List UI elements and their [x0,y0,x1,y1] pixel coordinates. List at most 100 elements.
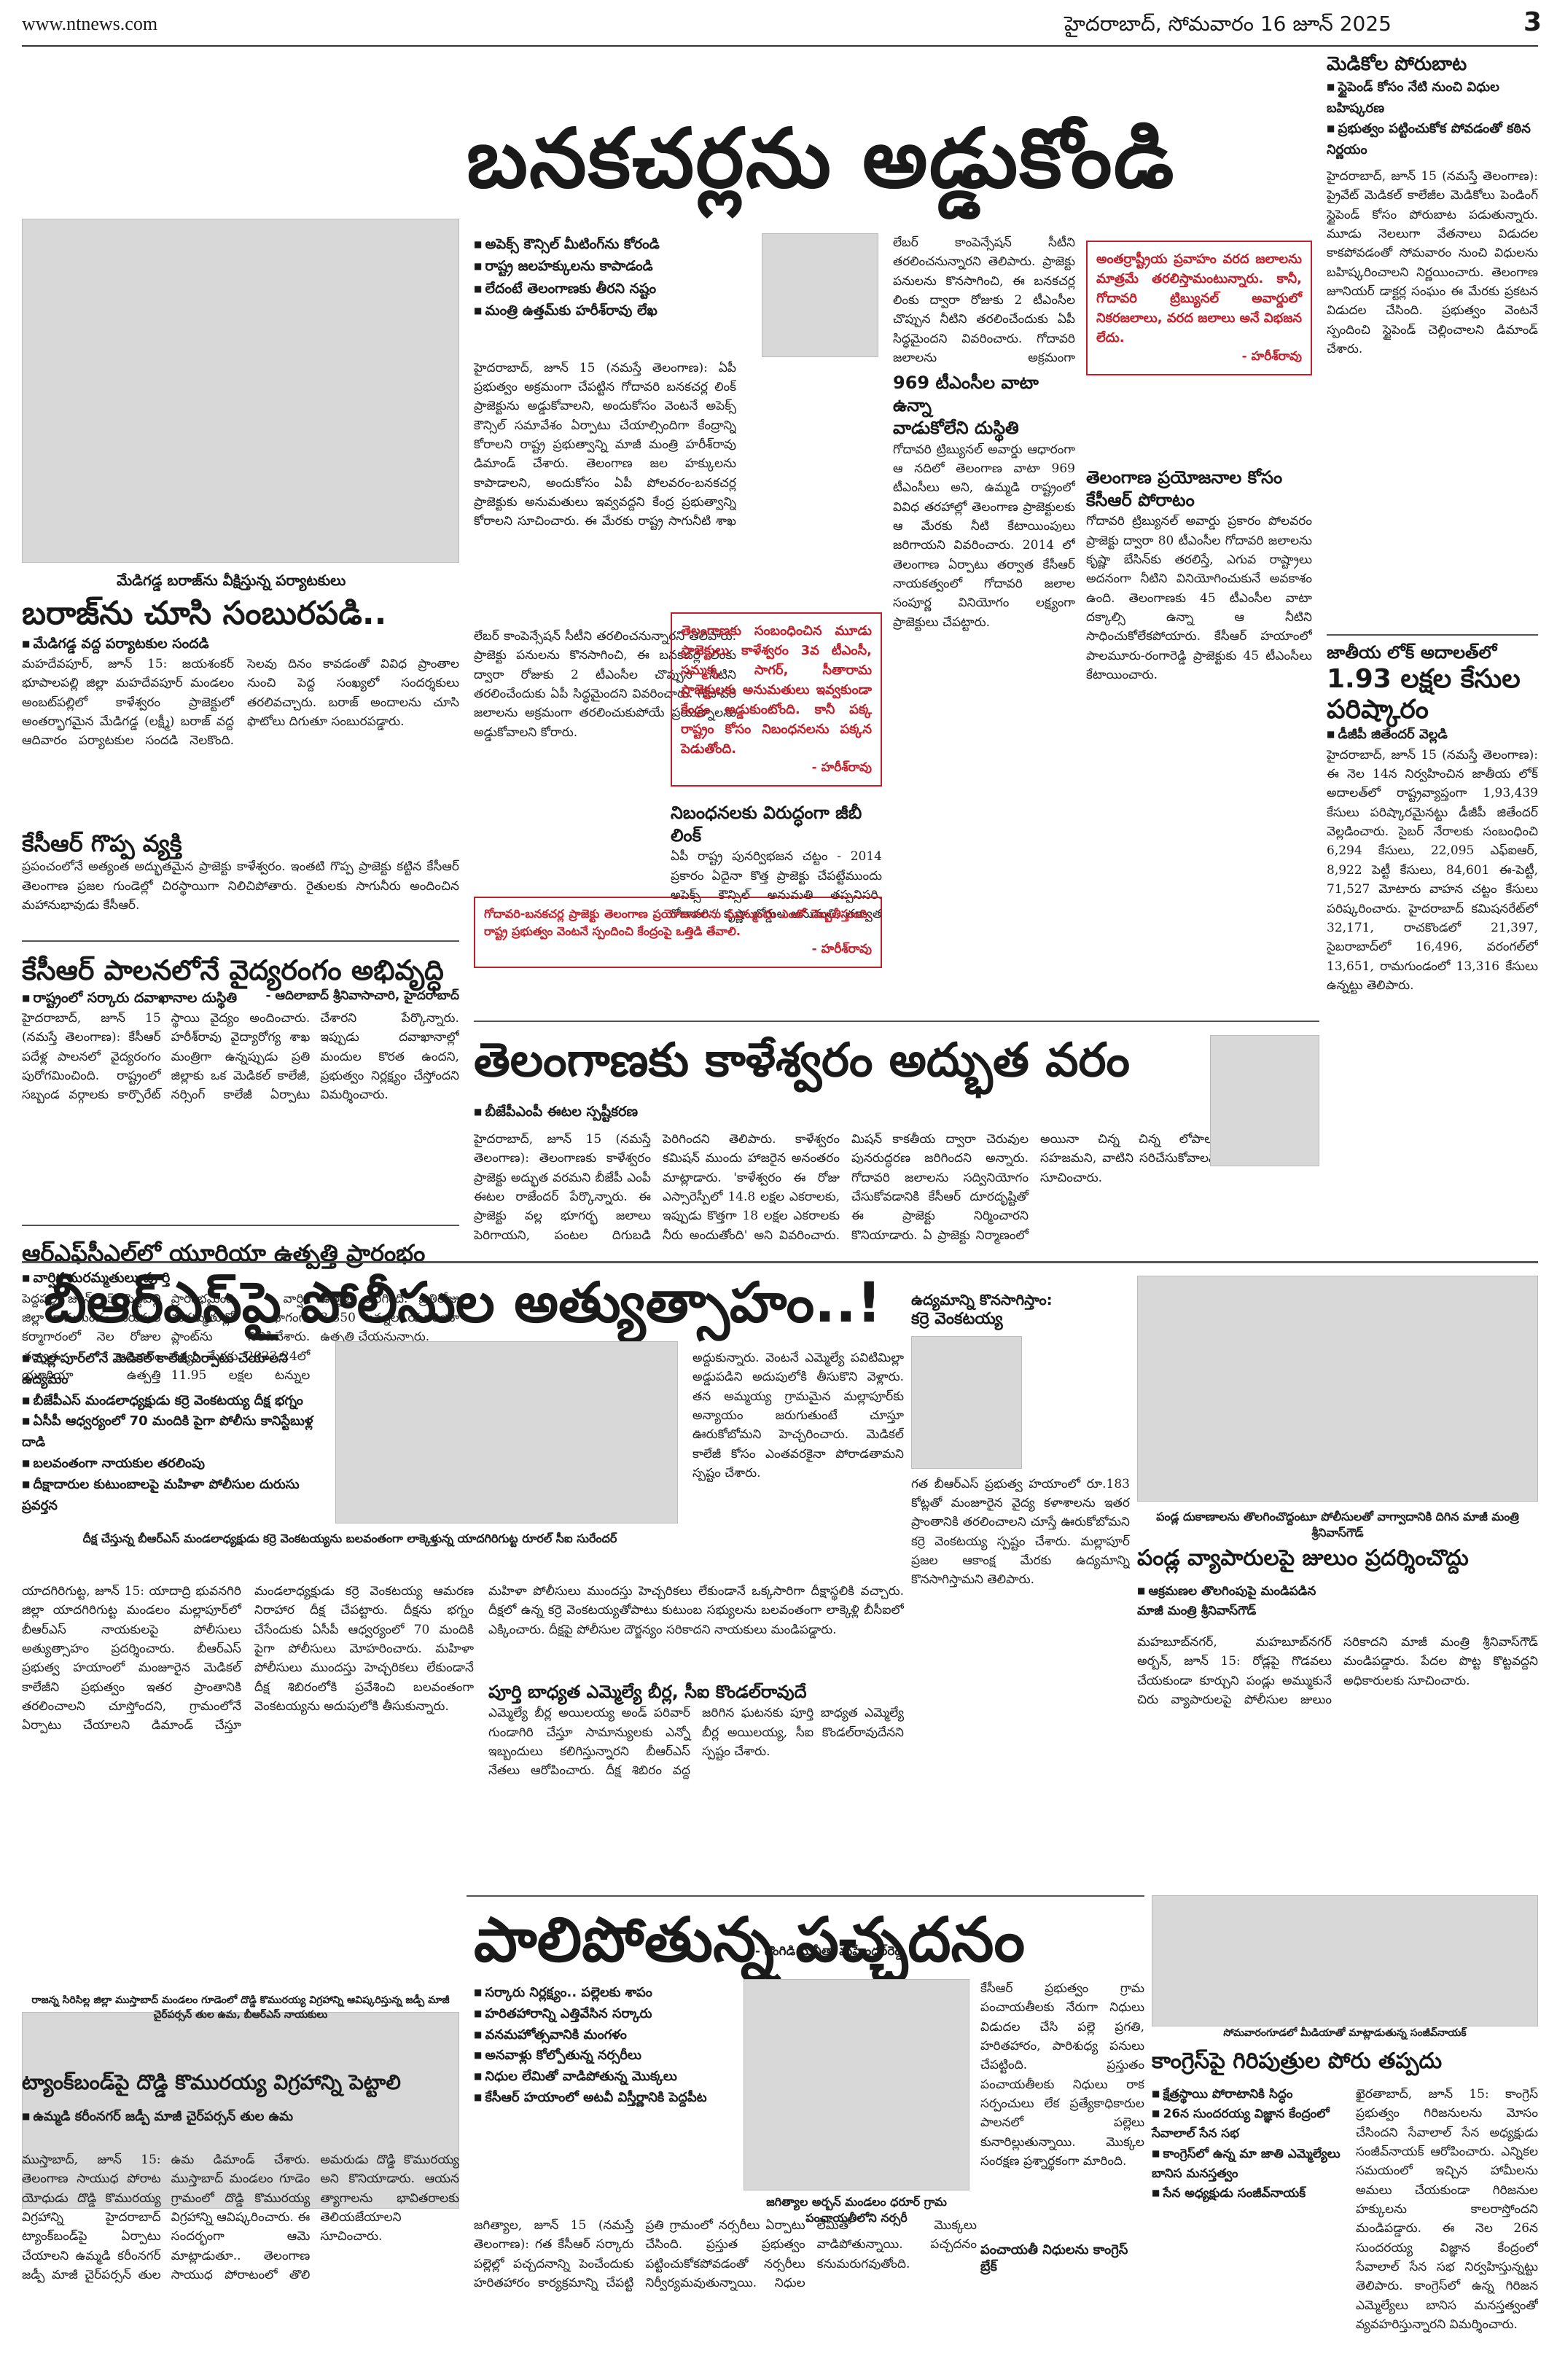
lead-quote2-signature: - హరీశ్‌రావు [811,942,872,956]
sidebar-bullets: స్టైపెండ్ కోసం నేటి నుంచి విధుల బహిష్కరణ… [1327,77,1538,161]
lead-bullet: అపెక్స్ కౌన్సిల్ మీటింగ్‌ను కోరండి [474,233,736,255]
lead-headline: బనకచర్లను అడ్డుకోండి [467,112,1176,206]
congress-bullet: కాంగ్రెస్‌లో ఉన్న మా జాతి ఎమ్మెల్యేలు బా… [1152,2145,1349,2184]
green-bullet: అనవాళ్లు కోల్పోతున్న నర్సరీలు [474,2045,736,2067]
police-side-head2: కర్రె వెంకటయ్య [911,1310,1003,1328]
police-subhead: పూర్తి బాధ్యత ఎమ్మెల్యే బీర్ల, సీఐ కొండల… [488,1682,807,1702]
green-bullet: సర్కారు నిర్లక్ష్యం.. పల్లెలకు శాపం [474,1983,736,2004]
lead-bullets: అపెక్స్ కౌన్సిల్ మీటింగ్‌ను కోరండి రాష్ట… [474,233,736,322]
lead-quote2-text: గోదావరి-బనకచర్ల ప్రాజెక్టు తెలంగాణ ప్రయో… [484,907,872,938]
green-headline: పాలిపోతున్న పచ్చదనం [474,1904,1026,1975]
lead-col3-body: గోదావరి ట్రిబ్యునల్ అవార్డు ఆధారంగా ఆ నద… [893,442,1075,630]
health-bullet: రాష్ట్రంలో సర్కారు దవాఖానాల దుస్థితి [22,987,459,1009]
police-body: యాదగిరిగుట్ట, జూన్ 15: యాదాద్రి భువనగిరి… [22,1584,474,1733]
divider [1327,634,1538,636]
police-col-2: మహిళా పోలీసులు ముందస్తు హెచ్చరికలు లేకుం… [488,1582,904,1962]
sidebar-lok-adalat: జాతీయ లోక్ అదాలత్‌లో 1.93 లక్షల కేసుల పర… [1327,641,1538,1125]
congress-kicker: సోమవారంగూడలో మీడియాతో మాట్లాడుతున్న సంజీ… [1223,2027,1467,2039]
police-col3-body: ఎమ్మెల్యే బీర్ల అయిలయ్య అండ్ పరివార్ గుం… [488,1706,904,1779]
etela-photo [1210,1035,1319,1166]
header-rule [22,45,1538,47]
fruit-vendors-bullet: ఆక్రమణల తొలగింపుపై మండిపడిన మాజీ మంత్రి … [1137,1582,1341,1621]
green-bullet: హరితహారాన్ని ఎత్తివేసిన సర్కారు [474,2004,736,2025]
fruit-vendors-body: మహబూబ్‌నగర్, మహబూబ్‌నగర్ అర్బన్, జూన్ 15… [1137,1635,1538,1708]
divider [22,1225,459,1226]
police-bullet: మల్లాపూర్‌లోనే మెడికల్ కాలేజీ ఏర్పాటు చే… [22,1349,328,1391]
dateline: హైదరాబాద్, సోమవారం 16 జూన్ 2025 [1064,12,1392,36]
green-bullet: నిధుల లేమితో వాడిపోతున్న మొక్కలు [474,2067,736,2088]
lead-body: హైదరాబాద్, జూన్ 15 (నమస్తే తెలంగాణ): ఏపీ… [474,360,736,529]
sidebar-bullet: ప్రభుత్వం పట్టించుకోక పోవడంతో కఠిన నిర్ణ… [1327,119,1538,161]
lead-col-4: తెలంగాణ ప్రయోజనాల కోసం కేసీఆర్ పోరాటం గో… [1086,467,1312,1037]
statue-kicker: రాజన్న సిరిసిల్ల జిల్లా ముస్తాబాద్ మండలం… [31,1994,450,2021]
police-bullets: మల్లాపూర్‌లోనే మెడికల్ కాలేజీ ఏర్పాటు చే… [22,1349,328,1516]
police-side-head: ఉద్యమాన్ని కొనసాగిస్తాం: [911,1291,1053,1308]
page-number: 3 [1523,7,1542,37]
lead-bullet: రాష్ట్ర జలహక్కులను కాపాడండి [474,255,736,277]
rfcl-bullet: వార్షిక మరమ్మతులు పూర్తి [22,1267,459,1289]
lok-adalat-bullet: డీజీపీ జితేందర్ వెల్లడి [1327,725,1538,746]
congress-bullet: 26న సుందరయ్య విజ్ఞాన కేంద్రంలో సేవాలాల్ … [1152,2104,1349,2144]
health-headline: కేసీఆర్ పాలనలోనే వైద్యరంగం అభివృద్ధి [22,954,444,986]
lok-adalat-headline: 1.93 లక్షల కేసుల పరిష్కారం [1327,664,1521,725]
lead-quote3-signature: - హరీశ్‌రావు [1241,349,1302,364]
lead-bullet: లేదంటే తెలంగాణకు తీరని నష్టం [474,278,736,300]
barrage-story: మేడిగడ్డ బరాజ్‌ను వీక్షిస్తున్న పర్యాటకు… [22,219,459,1006]
green-bullets: సర్కారు నిర్లక్ష్యం.. పల్లెలకు శాపం హరిత… [474,1983,736,2109]
lead-quote3-text: అంతర్రాష్ట్రీయ ప్రవాహం వరద జలాలను మాత్రమ… [1096,251,1302,346]
barrage-bullets: మేడిగడ్డ వద్ద పర్యాటకుల సందడి [22,633,459,655]
lead-col3-head: 969 టీఎంసీల వాటా ఉన్నా [893,372,1039,416]
lead-col3-head2: వాడుకోలేని దుస్థితి [893,418,1019,439]
barrage-body: మహదేవపూర్, జూన్ 15: జయశంకర్ భూపాలపల్లి జ… [22,656,459,749]
lead-col2-body: ఏపీ రాష్ట్ర పునర్విభజన చట్టం - 2014 ప్రక… [671,849,882,927]
congress-bullet: సేన అధ్యక్షుడు సంజీవ్‌నాయక్ [1152,2184,1349,2204]
green-bullet: వనమహోత్సవానికి మంగళం [474,2025,736,2046]
kaleshwaram-bullet: బీజేపీఎంపీ ఈటల స్పష్టీకరణ [474,1101,765,1123]
statue-bullet: ఉమ్మడి కరీంనగర్ జడ్పీ మాజీ చైర్‌పర్సన్ త… [22,2107,459,2128]
green-body: జగిత్యాల, జూన్ 15 (నమస్తే తెలంగాణ): గత క… [474,2218,977,2291]
kaleshwaram-body: హైదరాబాద్, జూన్ 15 (నమస్తే తెలంగాణ): తెల… [474,1132,1217,1243]
divider [467,1895,1144,1897]
lead-photo-ph [474,525,736,627]
congress-bullet: క్షేత్రస్థాయి పోరాటానికి సిద్ధం [1152,2085,1349,2104]
kaleshwaram-headline: తెలంగాణకు కాళేశ్వరం అద్భుత వరం [474,1034,1130,1088]
lead-quote-text: తెలంగాణకు సంబంధించిన మూడు ప్రాజెక్టులు క… [681,623,872,757]
barrage-subhead: కేసీఆర్ గొప్ప వ్యక్తి [22,829,182,857]
police-photo-caption: దీక్ష చేస్తున్న బీఆర్‌ఎస్ మండలాధ్యక్షుడు… [82,1532,617,1545]
site-url[interactable]: www.ntnews.com [22,13,158,34]
lead-subhead: నిబంధనలకు విరుద్ధంగా జీబీ లింక్ [671,803,862,846]
police-side-body: గత బీఆర్‌ఎస్ ప్రభుత్వ హయాంలో రూ.183 కోట్… [911,1476,1130,1588]
statue-headline: ట్యాంక్‌బండ్‌పై దొడ్డి కొమురయ్య విగ్రహాన… [22,2070,401,2094]
police-bullet: బీజేపీఎస్ మండలాధ్యక్షుడు కర్రె వెంకటయ్య … [22,1391,328,1412]
health-bullets: రాష్ట్రంలో సర్కారు దవాఖానాల దుస్థితి [22,987,459,1009]
sidebar-body: హైదరాబాద్, జూన్ 15 (నమస్తే తెలంగాణ): ప్ర… [1327,168,1538,357]
health-body: హైదరాబాద్, జూన్ 15 (నమస్తే తెలంగాణ): కేస… [22,1011,459,1103]
lead-quote-signature: - హరీశ్‌రావు [811,760,872,775]
green-bullet: కేసీఆర్ హయాంలో అటవీ విస్తీర్ణానికి పెద్ద… [474,2088,736,2109]
police-bullet: దీక్షాదారుల కుటుంబాలపై మహిళా పోలీసుల దుర… [22,1475,328,1517]
police-signature: - గొంగిడి సునీతా మహేందర్‌రెడ్డి [754,1944,904,1959]
sidebar-bullet: స్టైపెండ్ కోసం నేటి నుంచి విధుల బహిష్కరణ [1327,77,1538,120]
venkatayya-photo [911,1335,1022,1469]
sidebar-title: మెడికోల పోరుబాట [1327,53,1467,75]
police-col2-body: మహిళా పోలీసులు ముందస్తు హెచ్చరికలు లేకుం… [488,1584,904,1637]
fruit-vendors-photo [1137,1276,1538,1502]
sidebar-medicos: మెడికోల పోరుబాట స్టైపెండ్ కోసం నేటి నుంచ… [1327,52,1538,597]
lok-adalat-body: హైదరాబాద్, జూన్ 15 (నమస్తే తెలంగాణ): ఈ న… [1327,747,1538,993]
police-col4: అద్దుకున్నారు. వెంటనే ఎమ్మెల్యే పవిటిమిల… [692,1351,904,1481]
police-photo [335,1341,678,1523]
harish-photo [762,233,878,357]
green-bullets-block: సర్కారు నిర్లక్ష్యం.. పల్లెలకు శాపం హరిత… [474,1983,736,2109]
sanjeev-photo [1152,1895,1538,2026]
rfcl-bullets: వార్షిక మరమ్మతులు పూర్తి [22,1267,459,1289]
barrage-headline: బరాజ్‌ను చూసి సంబురపడి.. [22,595,387,632]
police-bullet: ఏసీపీ ఆధ్వర్యంలో 70 మందికి పైగా పోలీసు క… [22,1411,328,1454]
statue-body: ముస్తాబాద్, జూన్ 15: తెలంగాణ సాయుధ పోరాట… [22,2153,459,2283]
nursery-caption: జగిత్యాల అర్బన్ మండలం ధరూర్ గ్రామ పంచాయత… [766,2195,947,2225]
fruit-vendors-headline: పండ్ల వ్యాపారులపై జులుం ప్రదర్శించొద్దు [1137,1545,1469,1571]
lead-bullet: మంత్రి ఉత్తమ్‌కు హరీశ్‌రావు లేఖ [474,300,736,321]
barrage-photo [22,219,459,563]
lead-col4-body: గోదావరి ట్రిబ్యునల్ అవార్డు ప్రకారం పోలవ… [1086,514,1312,683]
green-col-2: కేసీఆర్ ప్రభుత్వం గ్రామ పంచాయతీలకు నేరుగ… [980,1979,1144,2276]
barrage-body2: ప్రపంచంలోనే అత్యంత అద్భుతమైన ప్రాజెక్టు … [22,859,459,913]
